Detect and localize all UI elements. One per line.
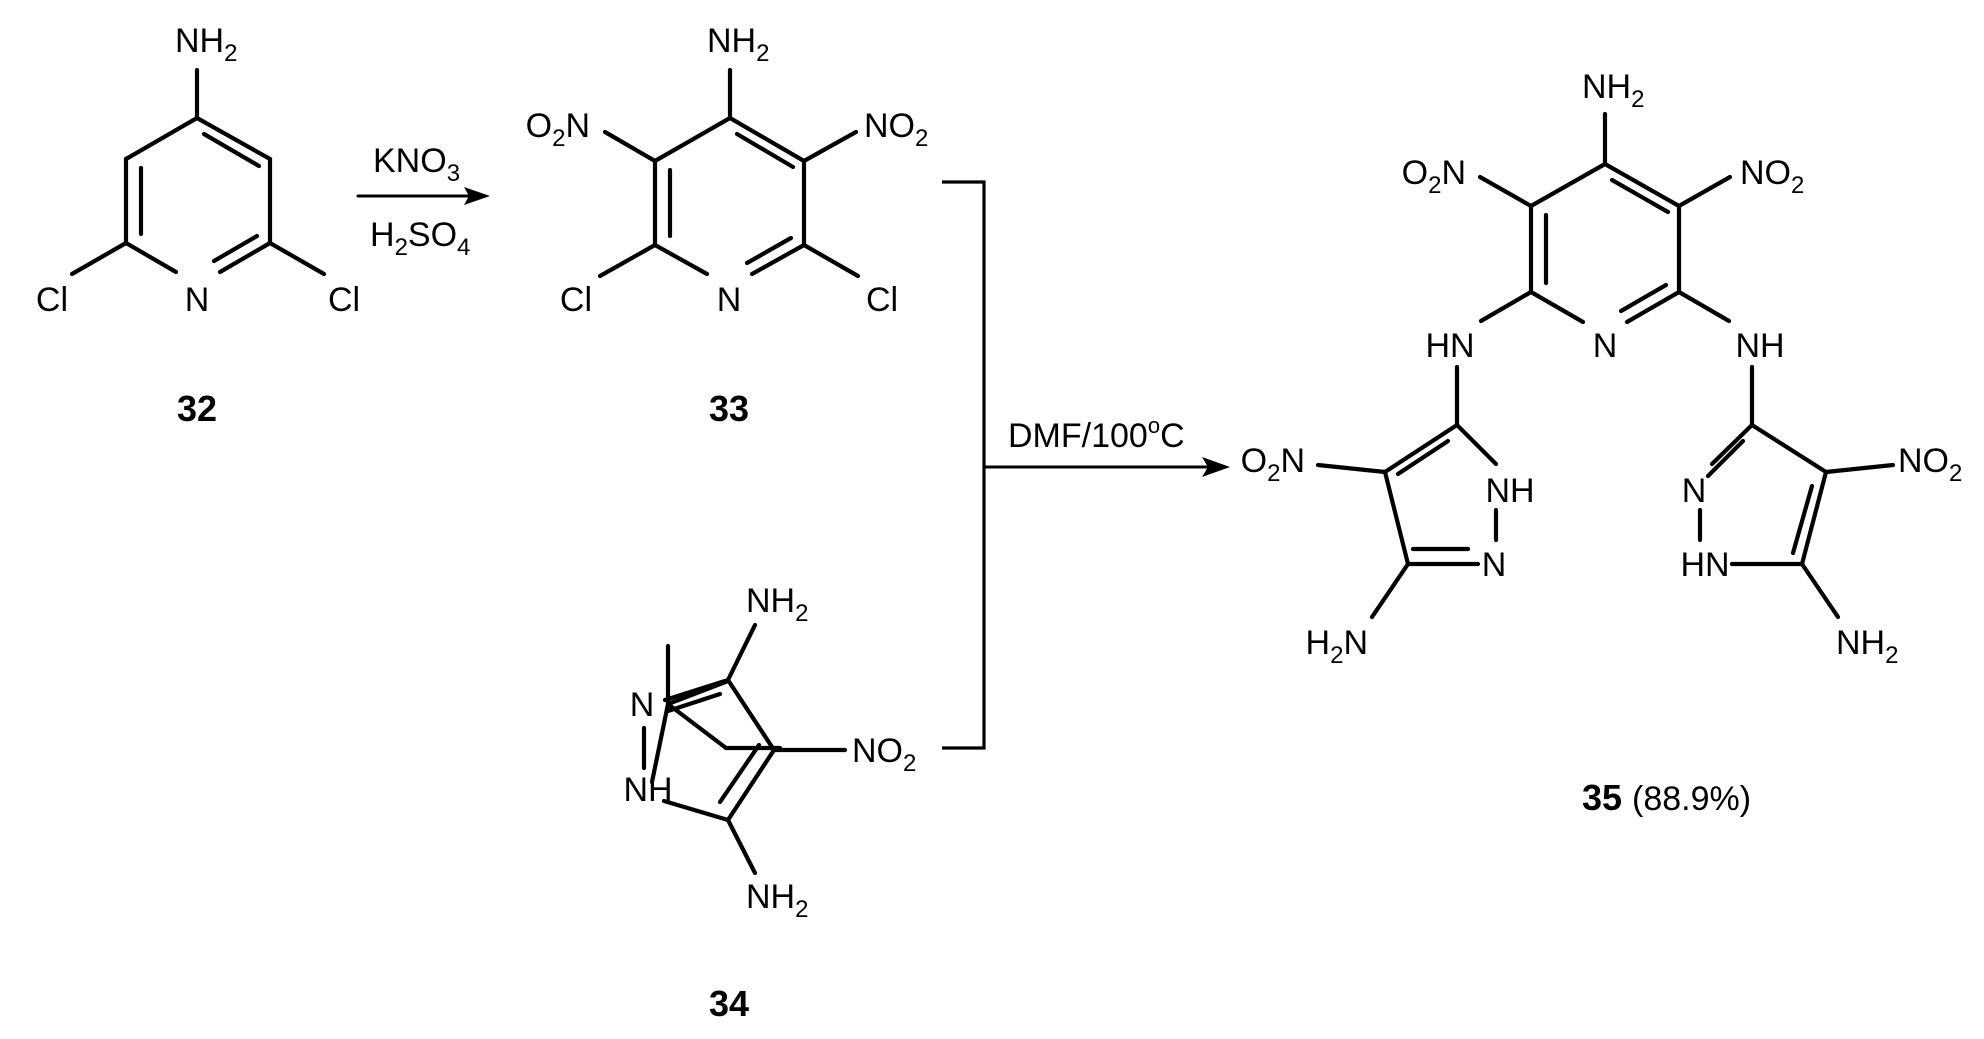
bond [1823, 462, 1896, 475]
bond [123, 240, 179, 275]
bond-double-inner [734, 131, 796, 170]
ring-nitrogen: N [1593, 327, 1618, 365]
bond [725, 817, 758, 876]
compound-34 [649, 643, 783, 785]
compound-32: NH2 N Cl Cl 32 [36, 22, 360, 429]
pyrazole-left-no2: O2N [1241, 442, 1305, 487]
pyrazole-right-n: N [1682, 472, 1707, 510]
bond [69, 240, 129, 277]
bond [123, 115, 200, 162]
bond [801, 129, 859, 164]
bond [1382, 469, 1411, 567]
hn-left-linker: HN [1425, 327, 1474, 365]
bond [649, 701, 671, 785]
bond [597, 242, 658, 279]
no2-group: NO2 [852, 732, 916, 777]
bond [267, 240, 327, 277]
bond [1369, 561, 1411, 620]
bond [1528, 161, 1608, 209]
nh2-top-group: NH2 [1582, 68, 1644, 113]
compound-label-32: 32 [177, 388, 217, 429]
bond [1382, 422, 1460, 475]
bond [725, 677, 777, 753]
pyrazole-left-nh: NH [1485, 472, 1534, 510]
pyrazole-right-no2: NO2 [1898, 442, 1962, 487]
pyrazole-right-hn: HN [1680, 546, 1729, 584]
no2-right-group: NO2 [1740, 154, 1804, 199]
bond-double-inner [744, 235, 794, 266]
bond-double-inner [201, 131, 262, 169]
nh-right-linker: NH [1735, 327, 1784, 365]
compound-label-34: 34 [709, 983, 749, 1024]
bond [665, 701, 729, 751]
ring-nh: NH [623, 771, 672, 809]
compound-33: NH2 O2N NO2 N Cl Cl 33 [526, 22, 929, 429]
bond-double-inner [1618, 282, 1669, 314]
bond [652, 115, 733, 164]
bond [749, 242, 807, 277]
reagent-kno3: KNO3 [373, 142, 460, 187]
bond [1624, 289, 1682, 325]
no2-right-group: NO2 [864, 107, 928, 152]
yield-value: (88.9%) [1632, 780, 1751, 818]
bond [727, 115, 807, 164]
bond-double-inner [1705, 438, 1746, 479]
no2-left-group: O2N [526, 107, 590, 152]
bond [1749, 422, 1829, 475]
reactant-bracket [942, 180, 986, 750]
ring-nitrogen: N [630, 686, 655, 724]
bond [1799, 561, 1841, 620]
bond [725, 747, 777, 823]
nh2-group: NH2 [707, 22, 769, 67]
reagent-h2so4: H2SO4 [370, 216, 470, 261]
nh2-bottom-group: NH2 [746, 878, 808, 923]
bond [1602, 161, 1682, 209]
bond [194, 115, 273, 162]
bond [661, 798, 731, 823]
bond-double-inner [1395, 438, 1451, 477]
compound-34-structure: NH2 N NH NO2 NH2 34 [623, 582, 916, 1024]
pyrazole-left-h2n: H2N [1306, 624, 1368, 669]
bond [217, 240, 273, 275]
bond [801, 242, 861, 279]
bond [1478, 289, 1534, 324]
reaction-conditions: DMF/100oC [1008, 413, 1185, 455]
chlorine-left: Cl [560, 281, 592, 319]
chlorine-right: Cl [328, 281, 360, 319]
bond [1454, 422, 1499, 467]
bond [1676, 289, 1732, 324]
bond-double-inner [717, 742, 762, 805]
bond [1709, 422, 1755, 467]
no2-left-group: O2N [1402, 154, 1466, 199]
pyrazole-right-nh2: NH2 [1836, 624, 1898, 669]
bond [1676, 174, 1733, 209]
bond-double-inner [1609, 177, 1671, 215]
nh2-group: NH2 [175, 22, 237, 67]
bond [602, 129, 658, 164]
chlorine-right: Cl [866, 281, 898, 319]
ring-nitrogen: N [717, 281, 742, 319]
bond-double-inner [665, 691, 723, 714]
bond [662, 677, 731, 703]
bond [725, 622, 758, 683]
bond [1477, 174, 1534, 209]
compound-label-35: 35 [1582, 777, 1622, 818]
arrow-head [464, 187, 490, 205]
compound-label-33: 33 [709, 388, 749, 429]
ring-nitrogen: N [185, 281, 210, 319]
bond [1799, 469, 1829, 567]
pyrazole-left-n: N [1482, 546, 1507, 584]
arrow-head [1202, 457, 1230, 477]
bond-double-inner [211, 233, 260, 264]
nh2-top-group: NH2 [746, 582, 808, 627]
bond [652, 242, 710, 277]
reaction-arrow-2: DMF/100oC [942, 180, 1230, 750]
bond-double-inner [1790, 483, 1815, 556]
bond [1315, 462, 1388, 475]
bond [1528, 289, 1586, 325]
chlorine-left: Cl [36, 281, 68, 319]
compound-35: NH2 O2N NO2 N HN NH O2N NH N H2N NO2 N [1241, 68, 1963, 818]
reaction-arrow-1: KNO3 H2SO4 [356, 142, 490, 261]
